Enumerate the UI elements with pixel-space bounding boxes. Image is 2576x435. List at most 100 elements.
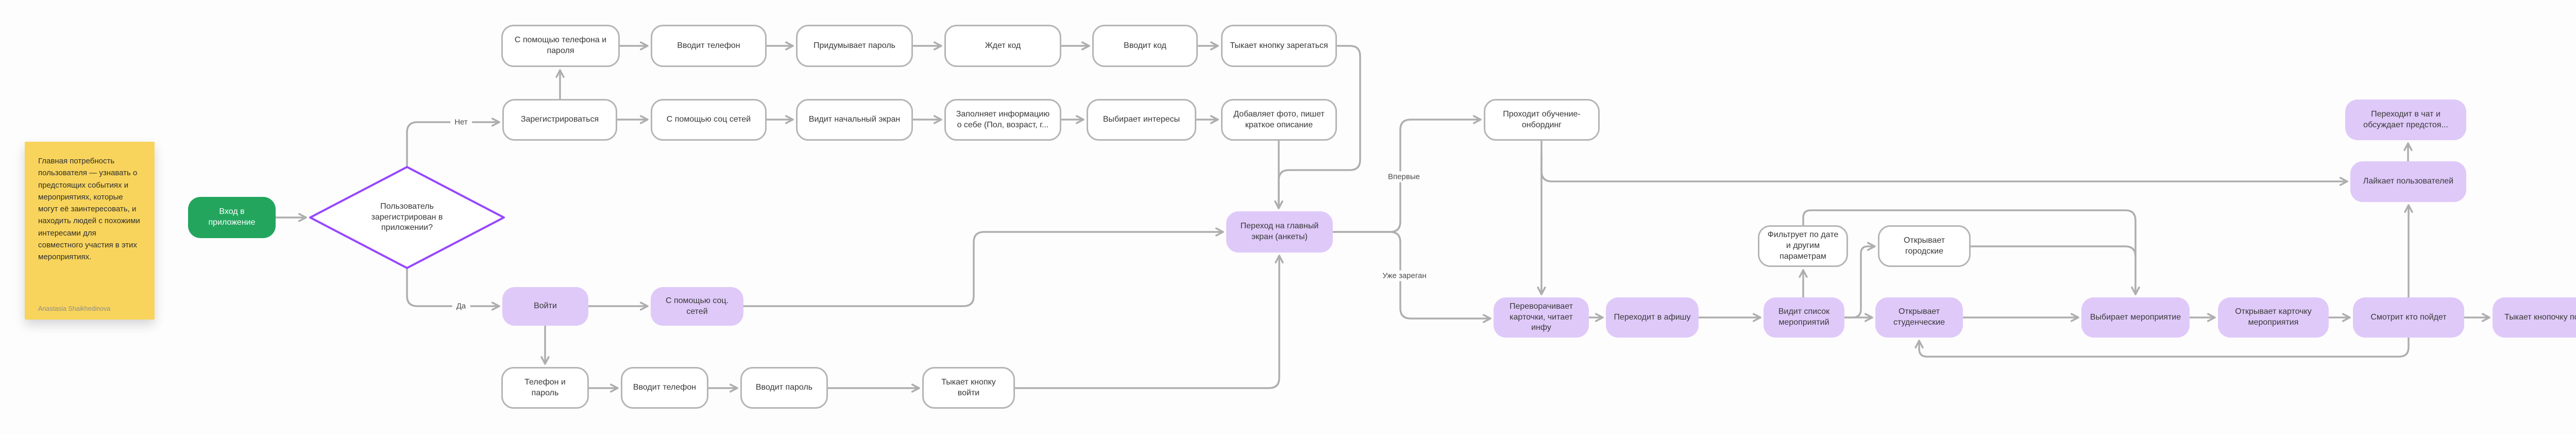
node-city-events[interactable]: Открывает городские (1878, 225, 1971, 267)
node-initial-screen[interactable]: Видит начальный экран (796, 99, 913, 141)
edge-events-list-to-student-events (1843, 313, 1873, 322)
node-label-initial-screen: Видит начальный экран (808, 115, 901, 124)
node-choose-interests[interactable]: Выбирает интересы (1087, 99, 1196, 141)
node-label-go-to-afisha: Переходит в афишу (1614, 312, 1691, 322)
edge-social-to-initial-screen (766, 115, 794, 124)
edge-tap-login-to-main (1014, 255, 1284, 389)
node-student-events[interactable]: Открывает студенческие (1875, 297, 1963, 338)
edge-login-to-social-login (587, 302, 649, 311)
node-label-fill-profile-info: Заполняет информацию о себе (Пол, возрас… (956, 109, 1050, 129)
node-label-add-photo-description: Добавляет фото, пишет краткое описание (1233, 109, 1325, 129)
node-see-who-goes[interactable]: Смотрит кто пойдет (2353, 297, 2464, 338)
node-label-go-to-chat: Переходит в чат и обсуждает предстоя... (2363, 109, 2448, 129)
edge-initial-screen-to-fill-info (912, 115, 942, 124)
node-tap-register[interactable]: Тыкает кнопку зарегаться (1221, 25, 1337, 67)
edge-choose-event-to-open-card (2189, 313, 2216, 322)
node-tap-login[interactable]: Тыкает кнопку войти (922, 367, 1015, 409)
node-label-reg-enter-phone: Вводит телефон (677, 41, 740, 50)
node-events-list[interactable]: Видит список мероприятий (1764, 297, 1844, 338)
edge-decision-no-to-register (406, 118, 500, 167)
node-label-city-events: Открывает городские (1903, 236, 1945, 256)
edge-enter-phone-to-enter-password (707, 383, 738, 393)
edge-see-who-goes-to-like-users (2404, 204, 2413, 298)
node-add-photo-description[interactable]: Добавляет фото, пишет краткое описание (1221, 99, 1337, 141)
connector-label-yes[interactable]: Да (452, 300, 470, 312)
node-flip-cards[interactable]: Переворачивает карточки, читает инфу (1494, 297, 1589, 338)
edge-city-events-to-choose-event (1970, 245, 2140, 295)
node-label-register: Зарегистрироваться (520, 115, 599, 124)
node-label-filter-by-date: Фильтрует по дате и другим параметрам (1767, 230, 1839, 261)
node-label-flip-cards: Переворачивает карточки, читает инфу (1509, 302, 1573, 332)
node-label-see-who-goes: Смотрит кто пойдет (2370, 312, 2447, 322)
node-tap-will-go[interactable]: Тыкает кнопочку пойду (2493, 297, 2576, 338)
connector-label-already-registered[interactable]: Уже зареган (1378, 270, 1431, 281)
edge-interests-to-add-photo (1195, 115, 1219, 124)
node-register[interactable]: Зарегистрироваться (502, 99, 617, 141)
edge-decision-yes-to-login (406, 268, 500, 311)
edge-afisha-to-events-list (1698, 313, 1761, 322)
edge-open-card-to-see-who-goes (2328, 313, 2351, 322)
edge-flip-cards-to-afisha (1588, 313, 1604, 322)
node-label-login-social: С помощью соц. сетей (665, 296, 729, 316)
node-create-password[interactable]: Придумывает пароль (796, 25, 913, 67)
node-login[interactable]: Войти (502, 287, 588, 326)
connector-label-first-time[interactable]: Впервые (1384, 171, 1424, 182)
node-decision-registered[interactable]: Пользователь зарегистрирован в приложени… (309, 166, 505, 269)
node-label-main-screen: Переход на главный экран (анкеты) (1240, 222, 1319, 241)
node-login-phone-password[interactable]: Телефон и пароль (501, 367, 589, 409)
edge-phone-password-to-enter-phone (619, 41, 649, 51)
node-reg-social[interactable]: С помощью соц сетей (651, 99, 767, 141)
node-label-events-list: Видит список мероприятий (1778, 307, 1830, 327)
edge-see-who-goes-to-tap-will-go (2463, 313, 2490, 322)
node-label-reg-phone-password: С помощью телефона и пароля (514, 36, 607, 55)
edge-start-to-decision (275, 213, 307, 222)
node-label-create-password: Придумывает пароль (813, 41, 896, 50)
decision-diamond-shape (309, 166, 505, 269)
node-login-enter-phone[interactable]: Вводит телефон (621, 367, 708, 409)
node-wait-code[interactable]: Ждет код (944, 25, 1061, 67)
node-label-decision-registered: Пользователь зарегистрирован в приложени… (371, 202, 443, 232)
node-go-to-chat[interactable]: Переходит в чат и обсуждает предстоя... (2345, 99, 2466, 140)
sticky-note[interactable]: Главная потребность пользователя — узнав… (25, 142, 155, 320)
edge-enter-password-to-tap-login (827, 383, 920, 393)
node-filter-by-date[interactable]: Фильтрует по дате и другим параметрам (1758, 225, 1848, 267)
node-label-wait-code: Ждет код (985, 41, 1021, 50)
edge-enter-code-to-tap-register (1197, 41, 1219, 51)
edge-events-list-to-city-events (1843, 242, 1876, 319)
node-onboarding[interactable]: Проходит обучение-онбординг (1484, 99, 1600, 141)
node-fill-profile-info[interactable]: Заполняет информацию о себе (Пол, возрас… (944, 99, 1061, 141)
node-like-users[interactable]: Лайкает пользователей (2350, 161, 2466, 202)
node-label-tap-login: Тыкает кнопку войти (941, 377, 996, 397)
edge-phone-password-login-to-enter-phone (588, 383, 619, 393)
node-reg-enter-phone[interactable]: Вводит телефон (651, 25, 767, 67)
node-label-open-event-card: Открывает карточку мероприятия (2235, 307, 2312, 327)
node-enter-code[interactable]: Вводит код (1092, 25, 1198, 67)
node-open-event-card[interactable]: Открывает карточку мероприятия (2218, 297, 2329, 338)
edge-student-events-to-choose-event (1962, 313, 2079, 322)
connector-label-no[interactable]: Нет (450, 116, 472, 128)
sticky-note-text: Главная потребность пользователя — узнав… (38, 157, 140, 261)
edge-create-password-to-wait-code (912, 41, 942, 51)
node-start-enter-app[interactable]: Вход в приложение (188, 197, 276, 238)
node-login-enter-password[interactable]: Вводит пароль (740, 367, 828, 409)
node-choose-event[interactable]: Выбирает мероприятие (2081, 297, 2190, 338)
node-label-choose-event: Выбирает мероприятие (2090, 312, 2181, 322)
node-label-onboarding: Проходит обучение-онбординг (1503, 109, 1581, 129)
edge-like-users-to-chat (2403, 142, 2413, 162)
node-label-choose-interests: Выбирает интересы (1103, 115, 1180, 124)
edge-wait-code-to-enter-code (1060, 41, 1090, 51)
node-label-start-enter-app: Вход в приложение (208, 207, 256, 227)
edge-add-photo-to-main (1274, 140, 1283, 209)
edge-onboarding-branch-to-like-users (1540, 154, 2348, 186)
node-login-social[interactable]: С помощью соц. сетей (651, 287, 743, 326)
edge-see-who-goes-loop-to-student-events (1914, 337, 2410, 358)
node-label-reg-social: С помощью соц сетей (666, 115, 751, 124)
node-label-tap-register: Тыкает кнопку зарегаться (1230, 41, 1328, 50)
node-label-like-users: Лайкает пользователей (2363, 177, 2454, 186)
edge-register-to-social (616, 115, 649, 124)
node-go-to-afisha[interactable]: Переходит в афишу (1606, 297, 1699, 338)
node-reg-phone-password[interactable]: С помощью телефона и пароля (501, 25, 620, 67)
edge-login-to-phone-password-login (540, 325, 550, 365)
node-main-screen[interactable]: Переход на главный экран (анкеты) (1226, 211, 1333, 253)
